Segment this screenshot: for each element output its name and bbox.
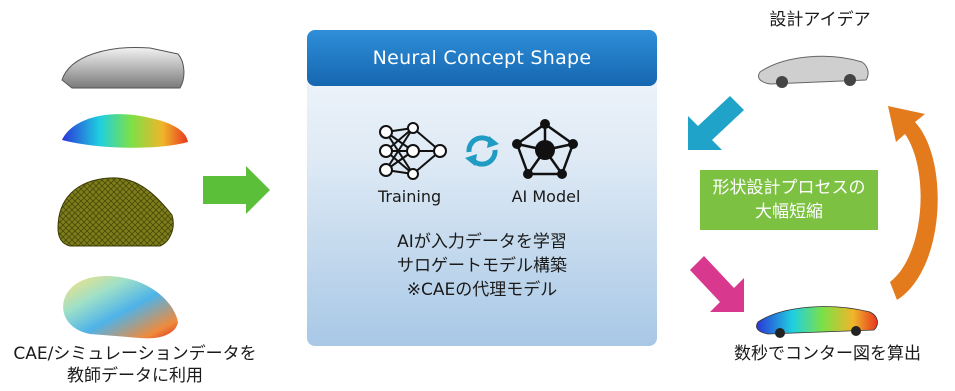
panel-desc-line-1: AIが入力データを学習 [397, 232, 567, 252]
panel-desc-line-2: サロゲートモデル構築 [397, 256, 567, 276]
mesh-car-model [57, 177, 174, 247]
ai-model-graph-icon [512, 119, 578, 179]
left-caption-line-1: CAE/シミュレーションデータを [13, 344, 257, 364]
ai-model-label: AI Model [511, 187, 581, 206]
input-arrow [203, 166, 270, 214]
pressure-car-model [62, 114, 188, 148]
refresh-cycle-icon [465, 135, 499, 167]
training-label: Training [378, 187, 442, 206]
flow-car-model [63, 276, 178, 339]
idea-arrow [688, 96, 744, 150]
left-caption-line-2: 教師データに利用 [67, 366, 203, 386]
result-car [756, 306, 878, 335]
idea-label: 設計アイデア [769, 10, 871, 30]
process-reduction-box: 形状設計プロセスの 大幅短縮 [700, 170, 878, 230]
panel-title: Neural Concept Shape [307, 30, 657, 86]
gray-car-model [61, 47, 185, 89]
result-arrow [690, 256, 744, 312]
process-line-2: 大幅短縮 [755, 202, 823, 222]
idea-car [757, 55, 869, 85]
result-label: 数秒でコンター図を算出 [734, 344, 921, 364]
neural-network-icon [379, 122, 447, 180]
process-line-1: 形状設計プロセスの [712, 178, 866, 198]
panel-desc-line-3: ※CAEの代理モデル [406, 280, 558, 300]
cycle-arrow [888, 106, 938, 300]
